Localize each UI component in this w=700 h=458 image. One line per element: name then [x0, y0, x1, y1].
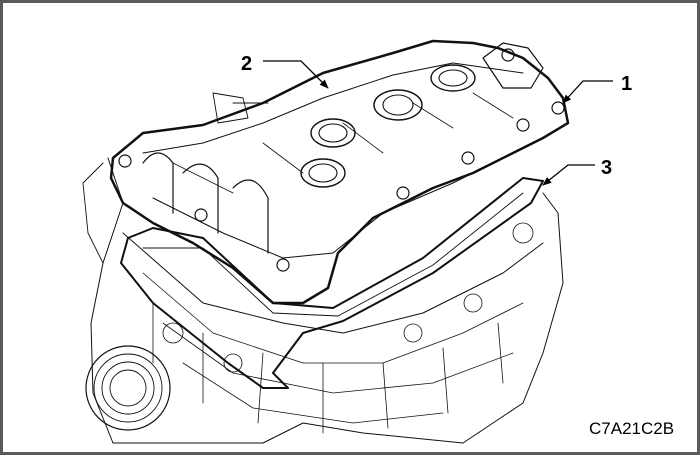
figure-code: C7A21C2B	[589, 419, 674, 438]
cover-bolts	[118, 48, 565, 272]
valve-cover-gasket	[120, 177, 544, 389]
callout-2: 2	[241, 53, 252, 75]
spark-plug-openings	[300, 64, 476, 188]
engine-diagram: 1 2 3 C7A21C2B	[82, 39, 674, 444]
pulley	[85, 345, 171, 431]
engine-block	[82, 92, 564, 444]
callout-3: 3	[601, 157, 612, 179]
callout-1: 1	[621, 73, 632, 95]
leader-lines	[263, 60, 613, 186]
valve-cover	[109, 39, 570, 305]
